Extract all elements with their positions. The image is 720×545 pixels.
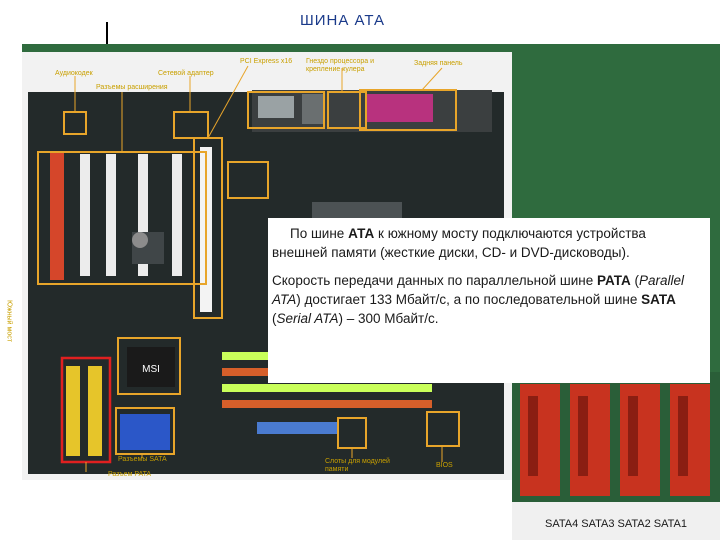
callout-network-adapter: Сетевой адаптер	[158, 70, 214, 77]
text-run: ) достигает 133 Мбайт/с, а по последоват…	[296, 292, 642, 307]
callout-back-panel: Задняя панель	[414, 60, 463, 67]
callout-expansion-slots: Разъемы расширения	[96, 84, 168, 91]
callout-bios: BIOS	[436, 462, 453, 469]
bold-pata: PATA	[596, 273, 631, 288]
bottom-margin	[0, 480, 512, 540]
slide-title: ШИНА АТА	[300, 12, 386, 29]
info-textbox: По шине АТА к южному мосту подключаются …	[268, 218, 710, 383]
text-run: к южному мосту подключаются устройства в…	[272, 226, 646, 260]
header-marker	[106, 22, 108, 44]
text-run: По шине	[290, 226, 349, 241]
italic-parallel-ata: Parallel ATA	[272, 273, 685, 307]
callout-audio-codec: Аудиокодек	[55, 70, 93, 77]
sata-port-labels: SATA4 SATA3 SATA2 SATA1	[545, 518, 687, 530]
italic-serial-ata: Serial ATA	[276, 311, 339, 326]
paragraph-ata-devices: По шине АТА к южному мосту подключаются …	[272, 224, 704, 262]
paragraph-transfer-speed: Скорость передачи данных по параллельной…	[272, 271, 704, 328]
callout-pci-express: PCI Express x16	[240, 58, 293, 65]
msi-chip-label: MSI	[142, 364, 160, 375]
text-run: ) – 300 Мбайт/с.	[338, 311, 439, 326]
text-run: Скорость передачи данных по параллельной…	[272, 273, 597, 288]
left-strip	[0, 44, 22, 540]
sata-connectors-photo: SATA4 SATA3 SATA2 SATA1	[512, 372, 720, 540]
text-run: (	[630, 273, 639, 288]
sata-closeup-illustration: SATA4 SATA3 SATA2 SATA1	[512, 372, 720, 540]
callout-cpu-socket: Гнездо процессора и крепление кулера	[306, 58, 374, 73]
text-run: (	[272, 311, 277, 326]
callout-pata-connector: Разъем PATA	[108, 471, 152, 478]
southbridge-vertical-label: Южный мост	[5, 300, 13, 342]
callout-sata-connectors: Разъемы SATA	[118, 456, 167, 463]
bold-sata: SATA	[641, 292, 676, 307]
bold-ata: АТА	[348, 226, 375, 241]
slide-header	[0, 0, 720, 44]
callout-memory-slots: Слоты для модулей памяти	[325, 458, 390, 473]
